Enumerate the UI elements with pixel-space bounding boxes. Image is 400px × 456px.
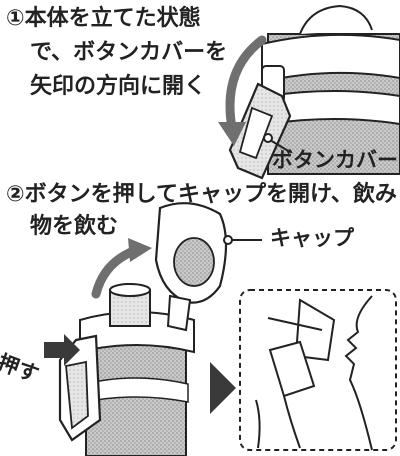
push-button-assembly (58, 334, 102, 442)
step1-line-2: で、ボタンカバーを (30, 40, 228, 65)
drinking-inset (239, 289, 397, 451)
button-cover-leader (263, 133, 291, 153)
step1-line-3: 矢印の方向に開く (30, 74, 207, 99)
push-arrow (44, 334, 80, 366)
cap-label: キャップ (270, 226, 354, 250)
step1-bottle (261, 4, 400, 175)
step2-line-2: 物を飲む (30, 214, 119, 239)
cap-opened (154, 202, 228, 332)
open-direction-arrow (218, 35, 267, 146)
cap-open-arrow (91, 238, 152, 299)
next-pointer-triangle (210, 362, 236, 414)
step2-line-1: ②ボタンを押してキャップを開け、飲み (6, 182, 397, 207)
button-cover-label: ボタンカバー (272, 148, 398, 172)
step1-line-1: ①本体を立てた状態 (6, 6, 201, 31)
cap-leader (223, 235, 262, 245)
button-cover-opened (228, 65, 292, 180)
